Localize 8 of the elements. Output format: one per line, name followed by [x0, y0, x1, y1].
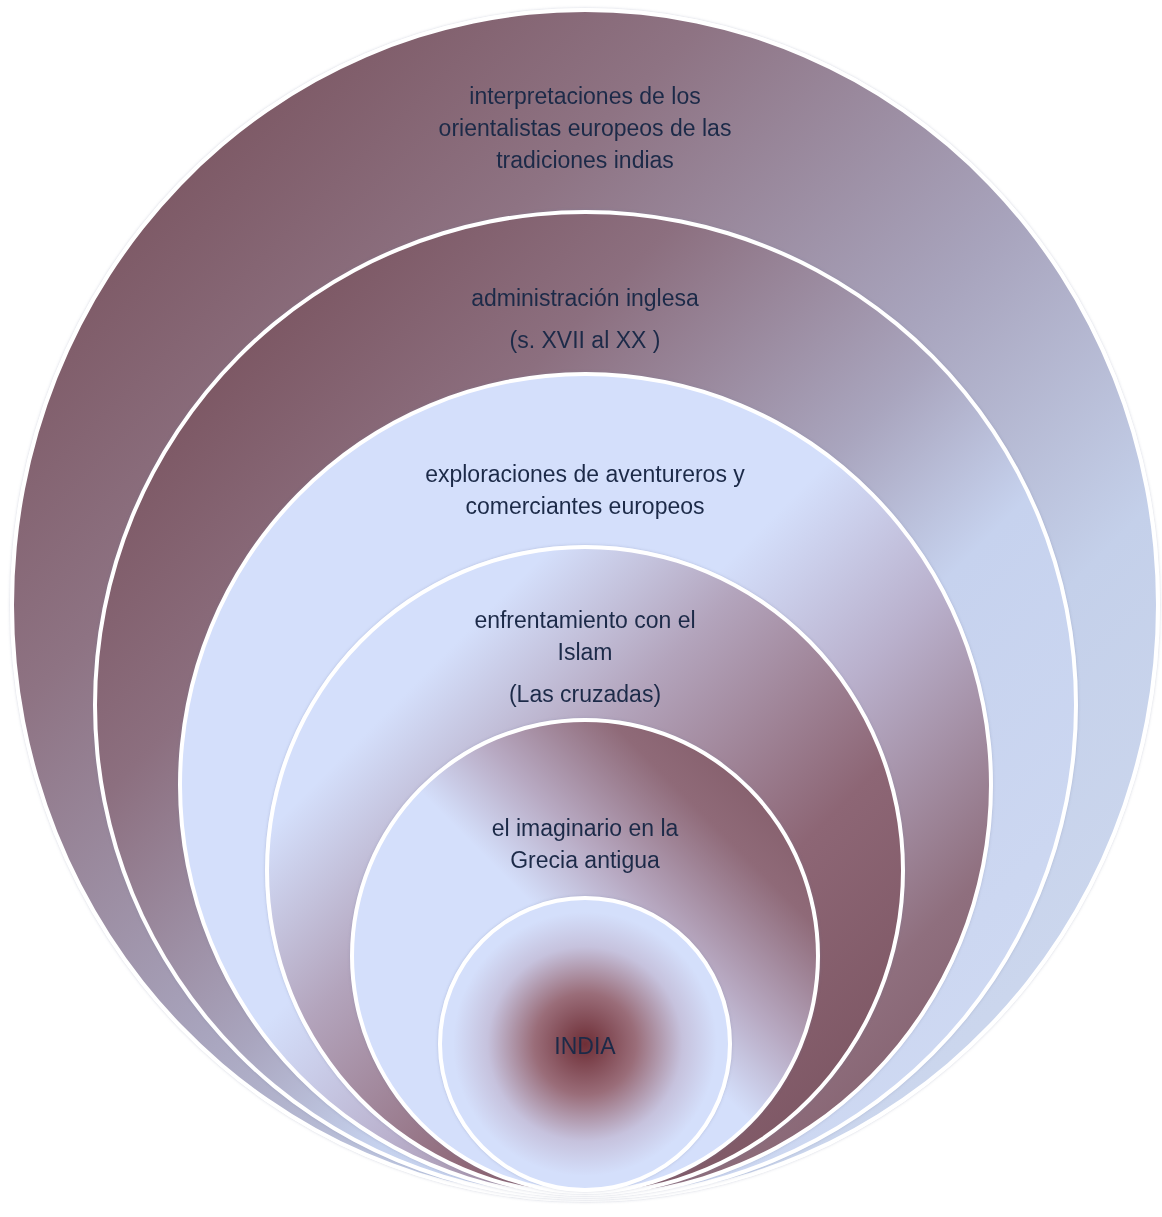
circle-label: interpretaciones de los orientalistas europeos de las tradiciones indias [437, 82, 733, 175]
circle-label: (Las cruzadas) [508, 680, 662, 709]
circle-label: INDIA [554, 1032, 616, 1061]
circle-label: administración inglesa [471, 284, 699, 313]
circle-label: el imaginario en la Grecia antigua [490, 814, 680, 875]
circle-label: (s. XVII al XX ) [509, 326, 661, 355]
circle-label: enfrentamiento con el Islam [473, 606, 697, 667]
circle-label: exploraciones de aventureros y comerciantes europeos [424, 460, 746, 521]
